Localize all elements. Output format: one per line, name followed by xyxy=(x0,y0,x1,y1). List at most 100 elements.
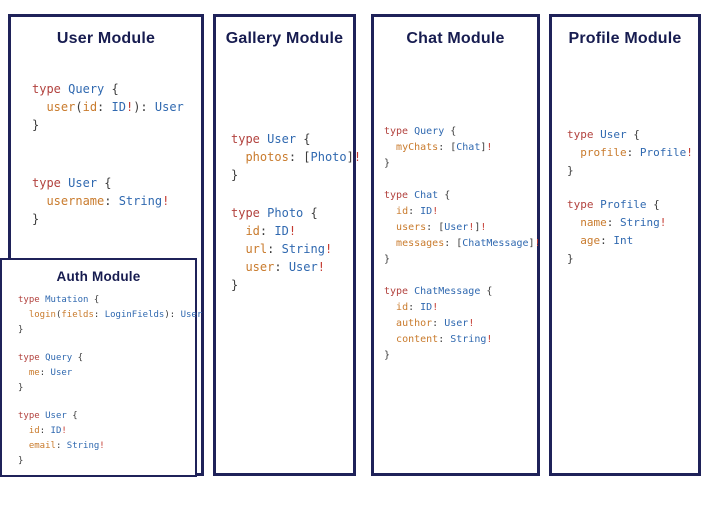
code-token: LoginFields xyxy=(104,310,165,320)
panel-title-profile: Profile Module xyxy=(568,30,682,47)
code-token: { xyxy=(88,295,100,305)
code-token xyxy=(18,368,29,378)
code-line: user: User! xyxy=(231,258,353,276)
code-block: type Mutation { login(fields: LoginField… xyxy=(18,293,202,338)
code-token: } xyxy=(32,212,40,226)
code-line: myChats: [Chat]! xyxy=(384,140,537,156)
code-token xyxy=(567,216,580,229)
code-line: type Mutation { xyxy=(18,293,195,308)
code-token: { xyxy=(626,128,640,141)
code-token: : [ xyxy=(288,150,311,164)
code-token: { xyxy=(104,82,119,96)
code-token xyxy=(567,234,580,247)
code-token: : xyxy=(267,242,282,256)
code-line: photos: [Photo]! xyxy=(231,148,361,166)
code-token: ( xyxy=(55,310,62,320)
code-token: { xyxy=(480,286,493,297)
code-token: : xyxy=(438,334,451,345)
code-token: type xyxy=(18,353,40,363)
code-user-module: type Query { user(id: ID!): User} type Us… xyxy=(11,80,201,228)
code-line: content: String! xyxy=(384,332,537,348)
code-token: ID xyxy=(111,100,126,114)
code-token: { xyxy=(438,190,451,201)
code-token: users xyxy=(396,222,427,233)
code-token: ! xyxy=(353,150,362,164)
code-token: : xyxy=(626,146,640,159)
code-token: { xyxy=(444,126,457,137)
code-block: type Profile { name: String! age: Int} xyxy=(567,196,698,268)
code-token xyxy=(32,100,46,114)
code-token: : xyxy=(600,234,614,247)
code-token: type xyxy=(18,295,40,305)
code-token: : xyxy=(39,368,51,378)
code-token: type xyxy=(32,176,61,190)
code-token: ChatMessage xyxy=(414,286,481,297)
panel-title-chat: Chat Module xyxy=(406,30,505,47)
panel-title-user: User Module xyxy=(56,30,156,47)
code-token: : xyxy=(408,206,421,217)
code-token: id xyxy=(82,100,98,114)
code-token xyxy=(18,441,29,451)
code-block: type User { id: ID! email: String!} xyxy=(18,409,195,469)
code-token: { xyxy=(66,411,78,421)
code-line: } xyxy=(18,381,195,396)
code-token: : [ xyxy=(438,142,457,153)
code-block: type Query { user(id: ID!): User} xyxy=(32,80,201,134)
code-token xyxy=(384,142,396,153)
code-token: ! xyxy=(480,222,487,233)
code-line: type User { xyxy=(231,130,353,148)
code-token: } xyxy=(32,118,40,132)
code-token: type xyxy=(231,206,260,220)
code-token: id xyxy=(396,302,409,313)
code-token: } xyxy=(384,350,391,361)
code-token: photos xyxy=(245,150,289,164)
code-token: Profile xyxy=(639,146,687,159)
panel-chat-module: Chat Module type Query { myChats: [Chat]… xyxy=(371,14,541,476)
code-token: name xyxy=(580,216,607,229)
code-token: : xyxy=(432,318,445,329)
code-token: Int xyxy=(613,234,634,247)
code-token: type xyxy=(567,128,594,141)
code-token: { xyxy=(296,132,311,146)
code-token: } xyxy=(384,158,391,169)
code-token: : xyxy=(93,310,105,320)
code-token: ! xyxy=(486,142,493,153)
code-token: ! xyxy=(61,426,67,436)
code-token: } xyxy=(18,383,24,393)
code-token: : [ xyxy=(426,222,445,233)
code-token: ID xyxy=(420,206,433,217)
code-token: myChats xyxy=(396,142,439,153)
code-token: author xyxy=(396,318,433,329)
code-line: } xyxy=(231,276,353,294)
code-line: username: String! xyxy=(32,192,201,210)
panel-title-gallery: Gallery Module xyxy=(225,30,344,47)
code-token: age xyxy=(580,234,601,247)
code-line: profile: Profile! xyxy=(567,144,698,162)
code-token: : xyxy=(408,302,421,313)
code-token xyxy=(567,146,580,159)
code-token: username xyxy=(46,194,105,208)
code-token: type xyxy=(567,198,594,211)
code-token: id xyxy=(245,224,260,238)
code-token xyxy=(384,334,396,345)
code-token: String xyxy=(66,441,100,451)
code-token: Mutation xyxy=(45,295,89,305)
code-token: User xyxy=(50,368,73,378)
code-token: ! xyxy=(99,441,105,451)
code-line: } xyxy=(32,210,201,228)
panel-profile-module: Profile Module type User { profile: Prof… xyxy=(549,14,701,476)
code-token: ID xyxy=(274,224,289,238)
code-token: } xyxy=(231,278,239,292)
code-token: { xyxy=(72,353,84,363)
code-line: type User { xyxy=(32,174,201,192)
code-block: type ChatMessage { id: ID! author: User!… xyxy=(384,284,537,364)
code-token xyxy=(384,238,396,249)
code-gallery-module: type User { photos: [Photo]!}type Photo … xyxy=(216,130,361,294)
panel-title-auth: Auth Module xyxy=(56,269,141,284)
code-token: ! xyxy=(125,100,134,114)
code-token: Chat xyxy=(456,142,481,153)
code-token: : xyxy=(259,224,275,238)
code-line: } xyxy=(567,162,698,180)
code-token: Query xyxy=(45,353,73,363)
panel-gallery-module: Gallery Module type User { photos: [Phot… xyxy=(213,14,361,476)
